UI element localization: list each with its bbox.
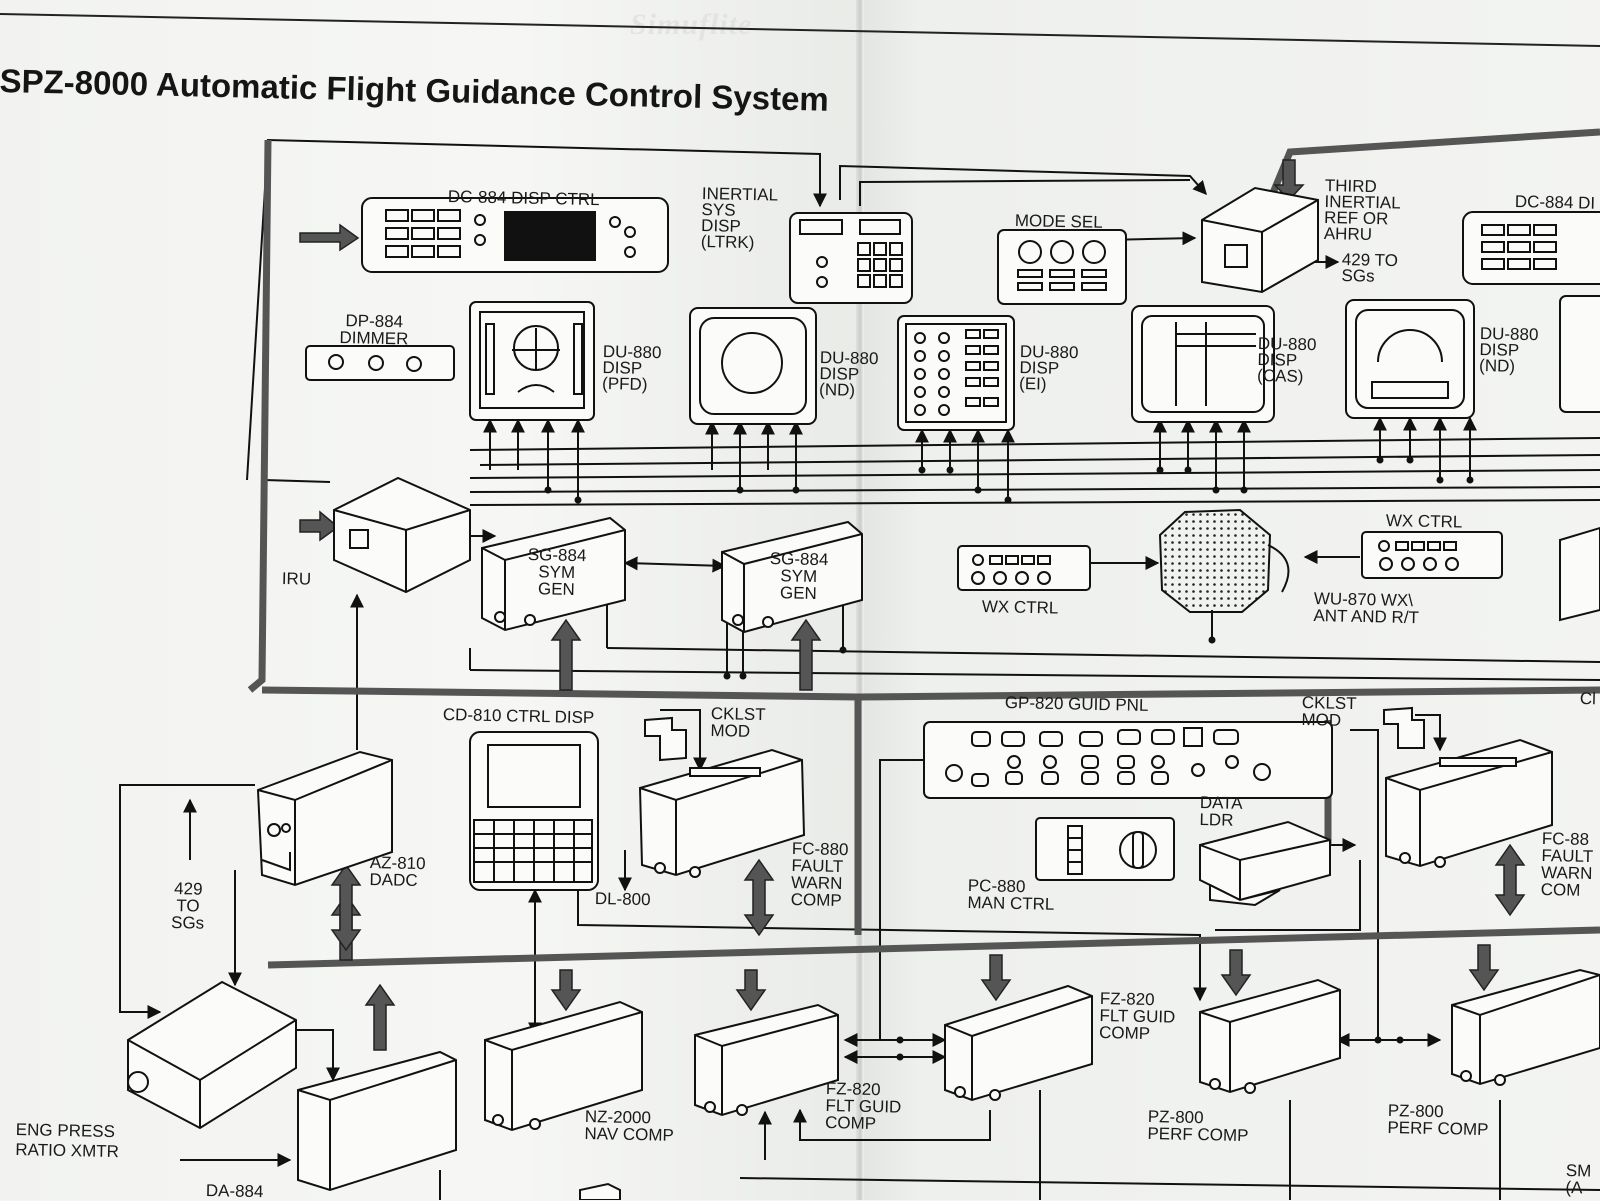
iru-unit bbox=[333, 476, 471, 594]
label-429-to-sgs-top: 429 TO SGs bbox=[1341, 250, 1399, 286]
label-du880-pfd: DU-880 DISP (PFD) bbox=[601, 342, 662, 394]
bus-arrows bbox=[299, 159, 1526, 1051]
du880-cas-unit bbox=[1131, 305, 1275, 423]
label-fc880-left: FC-880 FAULT WARN COMP bbox=[790, 839, 849, 911]
label-wx-ctrl-right: WX CTRL bbox=[1385, 511, 1463, 532]
label-fc880-right: FC-88 FAULT WARN COM bbox=[1540, 829, 1594, 900]
signal-lines bbox=[119, 138, 1600, 1200]
mode-sel-unit bbox=[997, 229, 1127, 305]
label-sg884-left: SG-884 SYM GEN bbox=[527, 545, 587, 599]
label-du880-nd-left: DU-880 DISP (ND) bbox=[818, 348, 879, 400]
dc884-right-unit bbox=[1462, 211, 1600, 285]
label-cklst-right: CKLST MOD bbox=[1301, 693, 1357, 730]
third-inertial-unit bbox=[1201, 186, 1319, 294]
label-pz800-right: PZ-800 PERF COMP bbox=[1387, 1101, 1489, 1140]
fz820-left-unit bbox=[694, 1003, 839, 1117]
top-rule bbox=[0, 13, 1600, 47]
label-cklst-left: CKLST MOD bbox=[710, 704, 766, 741]
data-loader-unit bbox=[1199, 820, 1331, 907]
junction-dots bbox=[544, 456, 1474, 1061]
dc884-left-unit bbox=[361, 197, 669, 273]
label-da884: DA-884 bbox=[205, 1181, 264, 1201]
fc880-left-unit bbox=[638, 748, 806, 878]
label-eng-press: ENG PRESS RATIO XMTR bbox=[15, 1120, 120, 1162]
dp884-dimmer-unit bbox=[305, 345, 455, 381]
nz2000-unit bbox=[484, 1000, 643, 1132]
bus-lines bbox=[247, 128, 1600, 969]
label-sm-edge: SM (A bbox=[1565, 1161, 1592, 1198]
label-wu870: WU-870 WX\ ANT AND R/T bbox=[1313, 589, 1420, 628]
cklst-left-unit bbox=[644, 716, 687, 762]
label-cd810: CD-810 CTRL DISP bbox=[442, 705, 595, 728]
wx-ctrl-left-unit bbox=[957, 545, 1091, 591]
pz800-right-unit bbox=[1451, 968, 1600, 1086]
wx-ctrl-right-unit bbox=[1361, 531, 1503, 579]
label-inertial-sys-disp: INERTIAL SYS DISP (LTRK) bbox=[700, 184, 779, 253]
fc880-right-unit bbox=[1385, 738, 1553, 868]
du880-ei-unit bbox=[897, 315, 1015, 431]
label-fz820-right: FZ-820 FLT GUID COMP bbox=[1098, 989, 1176, 1044]
du880-pfd-unit bbox=[469, 301, 595, 421]
label-du880-cas: DU-880 DISP (CAS) bbox=[1256, 334, 1317, 386]
cd810-unit bbox=[469, 731, 599, 891]
label-gp820: GP-820 GUID PNL bbox=[1004, 693, 1149, 716]
eng-press-unit bbox=[127, 980, 297, 1130]
label-sg884-right: SG-884 SYM GEN bbox=[769, 549, 829, 603]
inertial-sys-disp-unit bbox=[789, 212, 913, 304]
az810-unit bbox=[256, 750, 393, 887]
label-third-inertial: THIRD INERTIAL REF OR AHRU bbox=[1323, 176, 1401, 244]
label-dl800: DL-800 bbox=[594, 889, 651, 910]
pz800-left-unit bbox=[1199, 978, 1341, 1094]
watermark: Simuflite bbox=[630, 8, 753, 41]
fz820-right-unit bbox=[944, 984, 1093, 1102]
label-du880-nd-right: DU-880 DISP (ND) bbox=[1478, 324, 1539, 376]
label-pz800-left: PZ-800 PERF COMP bbox=[1147, 1107, 1249, 1146]
right-edge-units bbox=[1559, 295, 1600, 622]
label-mode-sel: MODE SEL bbox=[1014, 211, 1103, 232]
du880-nd-left-unit bbox=[689, 307, 817, 425]
bottom-partial-unit bbox=[579, 1182, 621, 1200]
label-az810: AZ-810 DADC bbox=[369, 853, 426, 891]
label-du880-ei: DU-880 DISP (EI) bbox=[1018, 342, 1079, 394]
label-iru: IRU bbox=[281, 569, 312, 589]
label-pc880: PC-880 MAN CTRL bbox=[967, 876, 1055, 914]
label-cl-edge: Cl bbox=[1579, 689, 1597, 709]
wu870-antenna-unit bbox=[1158, 508, 1290, 613]
label-fz820-left: FZ-820 FLT GUID COMP bbox=[824, 1079, 902, 1134]
label-data-ldr: DATA LDR bbox=[1199, 793, 1243, 830]
label-dp884-dimmer: DP-884 DIMMER bbox=[339, 311, 409, 349]
label-dc884-left: DC-884 DISP CTRL bbox=[447, 187, 600, 210]
sg884-left-unit bbox=[481, 516, 626, 632]
label-dc884-right: DC-884 DI bbox=[1514, 192, 1596, 213]
gp820-unit bbox=[923, 721, 1333, 799]
cklst-right-unit bbox=[1383, 706, 1425, 749]
sg884-right-unit bbox=[721, 520, 863, 634]
label-nz2000: NZ-2000 NAV COMP bbox=[584, 1107, 675, 1145]
pc880-unit bbox=[1035, 817, 1175, 881]
du880-nd-right-unit bbox=[1345, 299, 1475, 419]
da884-unit bbox=[297, 1050, 457, 1192]
label-wx-ctrl-left: WX CTRL bbox=[981, 597, 1059, 618]
label-429-to-sgs-left: 429 TO SGs bbox=[170, 879, 205, 933]
